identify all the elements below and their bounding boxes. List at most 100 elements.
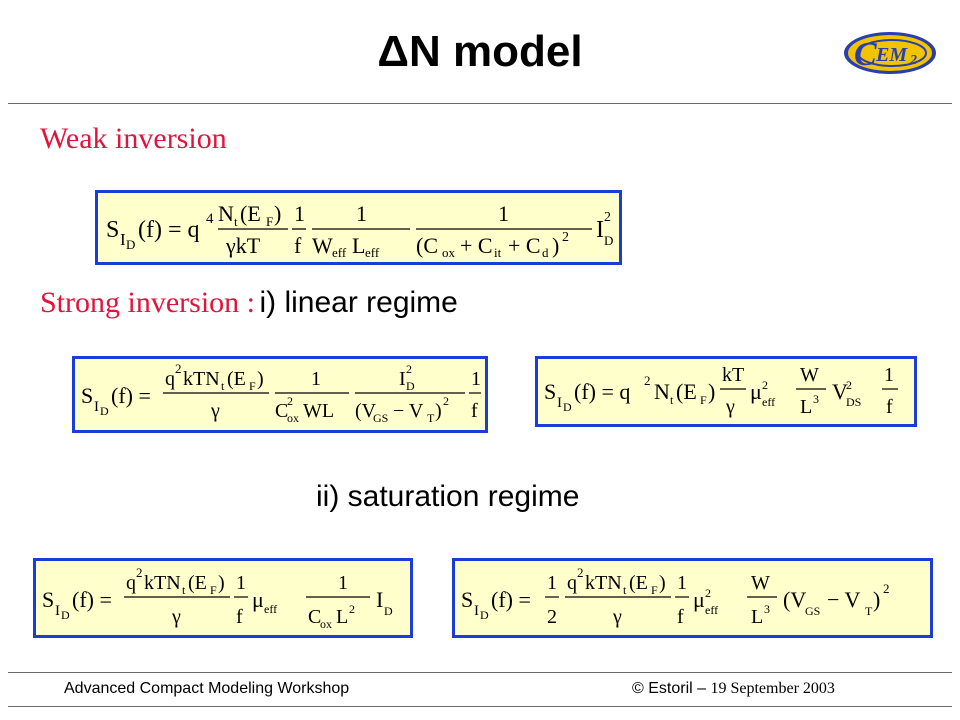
svg-text:): ) <box>218 572 225 594</box>
svg-text:(E: (E <box>188 572 207 594</box>
svg-text:eff: eff <box>762 395 775 409</box>
svg-text:γ: γ <box>171 606 181 628</box>
footer-location-date: © Estoril – 19 September 2003 <box>632 680 835 698</box>
svg-text:γkT: γkT <box>225 233 261 258</box>
svg-text:+ C: + C <box>508 233 541 258</box>
svg-text:D: D <box>604 233 613 248</box>
svg-text:f: f <box>236 606 243 628</box>
svg-text:F: F <box>651 583 658 597</box>
svg-text:W: W <box>312 233 333 258</box>
svg-text:): ) <box>659 572 666 594</box>
svg-text:μ: μ <box>693 587 705 612</box>
footer-divider-top <box>8 672 952 673</box>
svg-text:1: 1 <box>236 572 246 594</box>
svg-text:4: 4 <box>206 211 214 227</box>
svg-text:q: q <box>165 368 175 390</box>
svg-text:): ) <box>873 587 880 612</box>
svg-text:2: 2 <box>883 581 890 596</box>
svg-text:2: 2 <box>287 394 293 408</box>
svg-text:): ) <box>552 233 559 258</box>
svg-text:): ) <box>708 379 715 404</box>
footer-location: © Estoril – <box>632 680 707 697</box>
svg-text:2: 2 <box>604 210 611 225</box>
svg-text:(f) = q: (f) = q <box>138 217 200 243</box>
svg-text:D: D <box>480 608 489 622</box>
saturation-regime-heading: ii) saturation regime <box>316 480 580 513</box>
svg-text:1: 1 <box>498 201 509 226</box>
svg-text:(f) =: (f) = <box>72 587 112 612</box>
svg-text:C: C <box>854 36 877 73</box>
svg-text:γ: γ <box>210 400 220 422</box>
svg-text:− V: − V <box>827 587 861 612</box>
svg-text:L: L <box>751 606 763 628</box>
svg-text:(f) = q: (f) = q <box>574 379 630 404</box>
strong-inversion-heading: Strong inversion : <box>40 286 255 319</box>
linear-regime-heading: i) linear regime <box>259 286 458 319</box>
svg-text:W: W <box>800 364 819 386</box>
svg-text:2: 2 <box>909 53 917 68</box>
svg-text:D: D <box>100 404 109 418</box>
svg-text:3: 3 <box>813 392 819 406</box>
svg-text:1: 1 <box>884 364 894 386</box>
svg-text:L: L <box>352 233 365 258</box>
svg-text:I: I <box>55 603 60 619</box>
svg-text:): ) <box>274 201 281 226</box>
svg-text:it: it <box>494 245 502 260</box>
svg-text:eff: eff <box>705 603 718 617</box>
svg-text:kTN: kTN <box>183 368 220 390</box>
svg-text:μ: μ <box>750 379 762 404</box>
svg-text:2: 2 <box>846 378 852 392</box>
svg-text:f: f <box>677 606 684 628</box>
svg-text:T: T <box>865 604 873 618</box>
svg-text:ox: ox <box>442 245 456 260</box>
svg-text:WL: WL <box>303 400 334 422</box>
svg-text:2: 2 <box>762 378 768 392</box>
svg-text:S: S <box>106 217 119 243</box>
svg-text:N: N <box>218 201 234 226</box>
svg-text:C: C <box>308 606 321 628</box>
svg-text:(E: (E <box>629 572 648 594</box>
svg-text:γ: γ <box>725 396 735 418</box>
svg-text:): ) <box>435 400 442 422</box>
svg-text:q: q <box>567 572 577 594</box>
svg-text:ox: ox <box>287 411 299 425</box>
svg-text:D: D <box>563 400 572 414</box>
svg-text:1: 1 <box>547 572 557 594</box>
svg-text:(E: (E <box>227 368 246 390</box>
svg-text:S: S <box>544 379 556 404</box>
svg-text:t: t <box>623 583 627 597</box>
footer-workshop: Advanced Compact Modeling Workshop <box>64 680 350 697</box>
svg-text:I: I <box>596 217 604 243</box>
svg-text:GS: GS <box>805 604 820 618</box>
svg-text:3: 3 <box>764 602 770 616</box>
svg-text:S: S <box>42 587 54 612</box>
svg-text:F: F <box>249 379 256 393</box>
svg-text:2: 2 <box>406 362 412 376</box>
page-title: ΔN model <box>377 27 583 76</box>
svg-text:I: I <box>376 587 383 612</box>
svg-text:q: q <box>126 572 136 594</box>
svg-text:kTN: kTN <box>585 572 622 594</box>
footer-divider-bottom <box>8 706 952 707</box>
footer-date: 19 September 2003 <box>710 680 835 697</box>
svg-text:I: I <box>557 395 562 411</box>
svg-text:(E: (E <box>676 379 697 404</box>
svg-text:I: I <box>120 230 126 249</box>
svg-text:S: S <box>81 383 93 408</box>
svg-text:t: t <box>234 214 238 229</box>
svg-text:(C: (C <box>416 233 438 258</box>
svg-text:1: 1 <box>471 368 481 390</box>
svg-text:γ: γ <box>612 606 622 628</box>
svg-text:1: 1 <box>356 201 367 226</box>
svg-text:I: I <box>399 368 406 390</box>
svg-text:T: T <box>427 411 435 425</box>
svg-text:kTN: kTN <box>144 572 181 594</box>
svg-text:(f) =: (f) = <box>111 383 151 408</box>
svg-text:N: N <box>654 379 670 404</box>
svg-text:1: 1 <box>311 368 321 390</box>
svg-text:1: 1 <box>338 572 348 594</box>
weak-inversion-heading: Weak inversion <box>40 122 227 155</box>
